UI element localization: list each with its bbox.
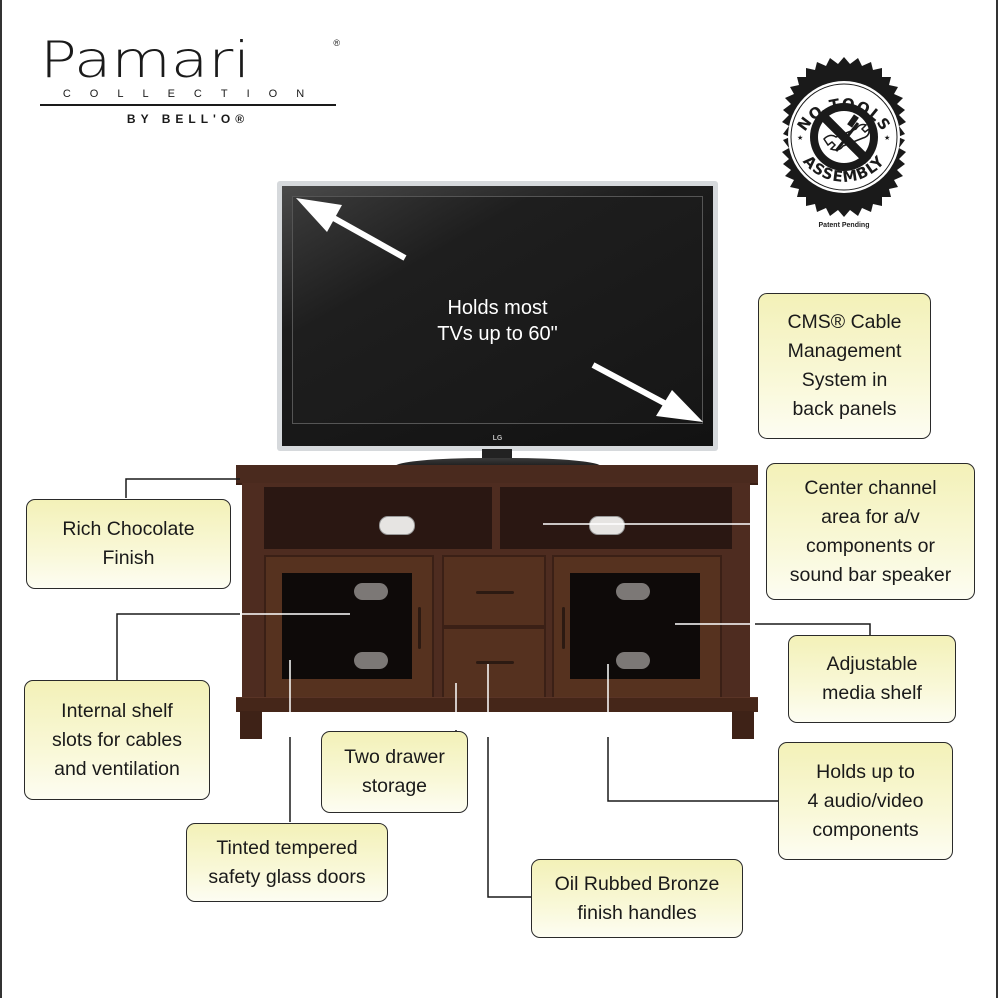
door-handle — [418, 607, 421, 649]
television: Holds most TVs up to 60" LG — [277, 181, 718, 451]
logo-divider — [40, 104, 336, 106]
tv-bezel: Holds most TVs up to 60" LG — [282, 186, 713, 446]
callout-text: Internal shelf slots for cables and vent… — [51, 699, 183, 780]
tv-brand-logo: LG — [492, 435, 503, 442]
callout-internal-shelf-slots: Internal shelf slots for cables and vent… — [24, 680, 210, 800]
shelf-grommet — [616, 583, 650, 600]
console-top — [236, 465, 758, 485]
tv-screen: Holds most TVs up to 60" — [292, 196, 703, 424]
callout-text: Holds up to 4 audio/video components — [807, 760, 924, 841]
callout-two-drawer-storage: Two drawer storage — [321, 731, 468, 813]
svg-text:★: ★ — [884, 134, 890, 142]
callout-text: Two drawer storage — [344, 746, 445, 797]
drawer-bottom — [442, 627, 546, 699]
shelf-grommet — [354, 583, 388, 600]
console-leg — [240, 711, 262, 739]
drawer-top — [442, 555, 546, 627]
cable-grommet — [379, 516, 415, 535]
logo-registered-mark: ® — [333, 38, 340, 48]
no-tools-prohibition-icon: ★ ★ NO TOOLS ASSEMBLY — [782, 57, 906, 217]
callout-adjustable-media-shelf: Adjustable media shelf — [788, 635, 956, 723]
open-shelf-left — [264, 487, 492, 549]
door-handle — [562, 607, 565, 649]
cable-grommet — [589, 516, 625, 535]
shelf-grommet — [354, 652, 388, 669]
callout-holds-components: Holds up to 4 audio/video components — [778, 742, 953, 860]
callout-tinted-glass-doors: Tinted tempered safety glass doors — [186, 823, 388, 902]
callout-center-channel: Center channel area for a/v components o… — [766, 463, 975, 600]
drawer-handle — [476, 591, 514, 594]
console-plinth — [236, 697, 758, 712]
console-leg — [732, 711, 754, 739]
tv-size-caption: Holds most TVs up to 60" — [437, 297, 558, 345]
logo-collection: COLLECTION — [62, 88, 324, 100]
callout-text: CMS® Cable Management System in back pan… — [787, 311, 902, 420]
callout-text: Tinted tempered safety glass doors — [208, 836, 366, 888]
svg-text:★: ★ — [797, 134, 803, 142]
callout-text: Adjustable media shelf — [822, 653, 922, 704]
patent-pending-note: Patent Pending — [818, 222, 870, 229]
pamari-logo: Pamari ® COLLECTION BY BELL'O® — [40, 35, 340, 126]
logo-by-bello: BY BELL'O® — [126, 112, 250, 126]
callout-text: Rich Chocolate Finish — [62, 518, 195, 569]
logo-wordmark: Pamari — [40, 31, 251, 89]
glass-door-right — [552, 555, 722, 699]
shelf-grommet — [616, 652, 650, 669]
callout-cms-cable-management: CMS® Cable Management System in back pan… — [758, 293, 931, 439]
glass-door-left — [264, 555, 434, 699]
callout-text: Oil Rubbed Bronze finish handles — [554, 872, 720, 924]
callout-rich-chocolate-finish: Rich Chocolate Finish — [26, 499, 231, 589]
no-tools-badge: ★ ★ NO TOOLS ASSEMBLY Patent Pending — [764, 52, 924, 232]
tv-console-furniture — [236, 465, 758, 740]
callout-oil-rubbed-bronze-handles: Oil Rubbed Bronze finish handles — [531, 859, 743, 938]
drawer-handle — [476, 661, 514, 664]
callout-text: Center channel area for a/v components o… — [789, 476, 952, 586]
